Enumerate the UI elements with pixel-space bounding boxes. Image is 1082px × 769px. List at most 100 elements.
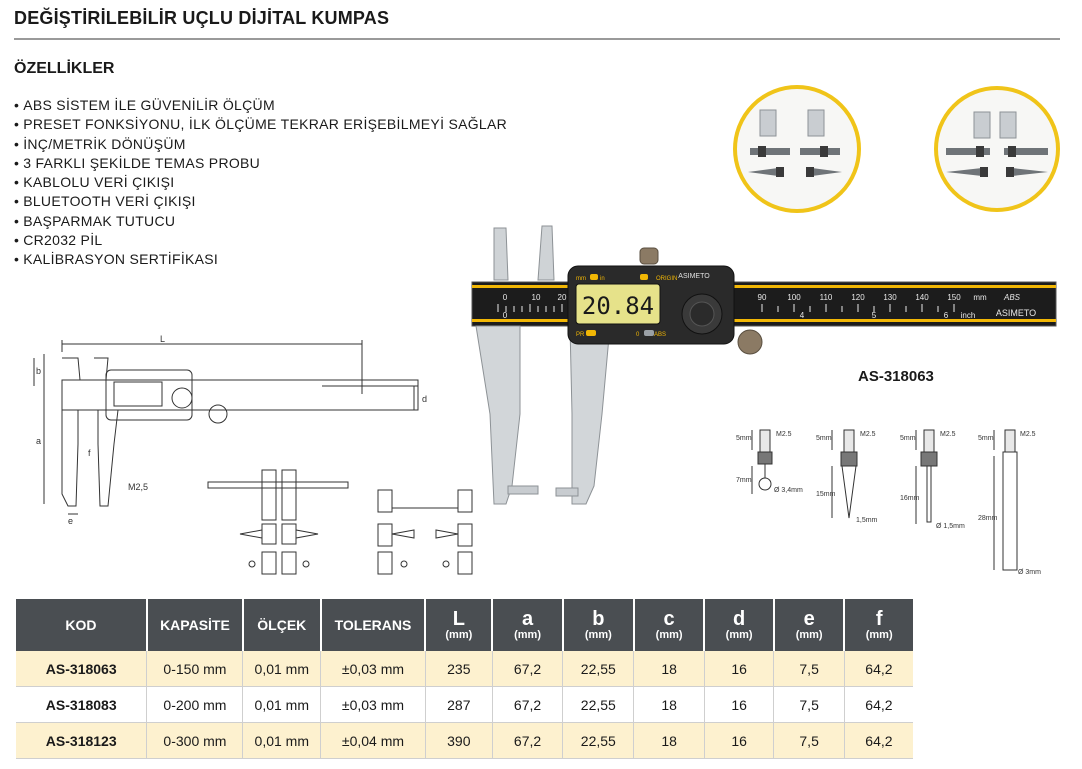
col-header: e(mm) bbox=[773, 599, 846, 651]
probe-usage-sketches bbox=[207, 469, 473, 575]
feature-item: CR2032 PİL bbox=[14, 231, 507, 250]
feature-item: 3 FARKLI ŞEKİLDE TEMAS PROBU bbox=[14, 154, 507, 173]
table-cell: AS-318123 bbox=[16, 722, 148, 759]
table-cell: 235 bbox=[425, 651, 493, 687]
title-divider bbox=[14, 38, 1060, 40]
col-header: L(mm) bbox=[425, 599, 494, 651]
feature-item: BAŞPARMAK TUTUCU bbox=[14, 212, 507, 231]
model-label: AS-318063 bbox=[858, 368, 934, 385]
features-heading: ÖZELLİKLER bbox=[14, 60, 115, 77]
scale-label: 120 bbox=[851, 293, 865, 302]
scale-brand: ASIMETO bbox=[996, 308, 1036, 318]
dim-label: f bbox=[88, 448, 91, 458]
probe-dim: 5mm bbox=[736, 435, 752, 442]
table-cell: 0,01 mm bbox=[242, 722, 322, 759]
dim-label: b bbox=[36, 366, 41, 376]
probe-dim: Ø 3mm bbox=[1018, 569, 1041, 576]
probe-dimension-drawings: M2.5 5mm 7mm Ø 3,4mm M2.5 5mm 15mm 1,5mm… bbox=[736, 429, 1041, 576]
table-cell: 0,01 mm bbox=[242, 686, 322, 723]
probe-dim: 16mm bbox=[900, 495, 920, 502]
spec-table: KOD KAPASİTE ÖLÇEK TOLERANS L(mm) a(mm) … bbox=[16, 599, 913, 759]
table-cell: AS-318063 bbox=[16, 651, 148, 687]
table-row: AS-318063 0-150 mm 0,01 mm ±0,03 mm 235 … bbox=[16, 651, 913, 687]
col-header: KAPASİTE bbox=[146, 599, 244, 651]
scale-label: 20 bbox=[558, 293, 567, 302]
table-cell: 16 bbox=[704, 686, 775, 723]
scale-label: 6 bbox=[944, 311, 949, 320]
probe-dim: 7mm bbox=[736, 477, 752, 484]
scale-unit: mm bbox=[973, 293, 987, 302]
scale-label: 140 bbox=[915, 293, 929, 302]
col-header: ÖLÇEK bbox=[242, 599, 322, 651]
probe-dim: 15mm bbox=[816, 491, 836, 498]
table-cell: 67,2 bbox=[492, 651, 564, 687]
col-header: TOLERANS bbox=[320, 599, 427, 651]
scale-label: 5 bbox=[872, 311, 877, 320]
table-row: AS-318123 0-300 mm 0,01 mm ±0,04 mm 390 … bbox=[16, 722, 913, 759]
dim-label: e bbox=[68, 516, 73, 526]
lcd-readout: 20.84 bbox=[582, 292, 654, 320]
table-cell: 287 bbox=[425, 686, 493, 723]
col-header: f(mm) bbox=[844, 599, 913, 651]
table-cell: AS-318083 bbox=[16, 686, 148, 723]
table-cell: 16 bbox=[704, 722, 775, 759]
table-cell: 64,2 bbox=[844, 686, 913, 723]
table-cell: 0-200 mm bbox=[146, 686, 244, 723]
feature-item: İNÇ/METRİK DÖNÜŞÜM bbox=[14, 135, 507, 154]
feature-item: ABS SİSTEM İLE GÜVENİLİR ÖLÇÜM bbox=[14, 96, 507, 115]
table-cell: 7,5 bbox=[773, 651, 845, 687]
probe-dim: M2.5 bbox=[860, 431, 876, 438]
col-header: KOD bbox=[16, 599, 148, 651]
dim-label: L bbox=[160, 334, 165, 344]
table-cell: 16 bbox=[704, 651, 775, 687]
table-cell: 67,2 bbox=[492, 722, 564, 759]
scale-label: 0 bbox=[503, 311, 508, 320]
probe-dim: 5mm bbox=[816, 435, 832, 442]
table-cell: 18 bbox=[633, 686, 705, 723]
table-cell: 64,2 bbox=[844, 722, 913, 759]
table-cell: 7,5 bbox=[773, 686, 845, 723]
display-label: 0 bbox=[636, 332, 640, 338]
display-label: PR bbox=[576, 332, 585, 338]
scale-label: 100 bbox=[787, 293, 801, 302]
table-cell: 67,2 bbox=[492, 686, 564, 723]
probe-dim: M2.5 bbox=[776, 431, 792, 438]
table-cell: ±0,04 mm bbox=[320, 722, 426, 759]
scale-label: 110 bbox=[820, 293, 833, 302]
dim-label: a bbox=[36, 436, 41, 446]
display-label: ORIGIN bbox=[656, 276, 677, 282]
probe-dim: 5mm bbox=[978, 435, 994, 442]
table-header-row: KOD KAPASİTE ÖLÇEK TOLERANS L(mm) a(mm) … bbox=[16, 599, 913, 651]
technical-drawing: L b a f e d M2,5 bbox=[33, 334, 427, 526]
table-row: AS-318083 0-200 mm 0,01 mm ±0,03 mm 287 … bbox=[16, 686, 913, 723]
col-header: d(mm) bbox=[704, 599, 775, 651]
probe-dim: 1,5mm bbox=[856, 517, 878, 524]
scale-label: 150 bbox=[947, 293, 961, 302]
table-cell: 64,2 bbox=[844, 651, 913, 687]
dim-label: M2,5 bbox=[128, 482, 148, 492]
table-cell: 18 bbox=[633, 722, 705, 759]
table-cell: 22,55 bbox=[562, 651, 635, 687]
table-cell: 7,5 bbox=[773, 722, 845, 759]
table-cell: 0-150 mm bbox=[146, 651, 244, 687]
probe-dim: 5mm bbox=[900, 435, 916, 442]
table-cell: ±0,03 mm bbox=[320, 686, 426, 723]
display-label: ABS bbox=[654, 332, 666, 338]
col-header: a(mm) bbox=[492, 599, 564, 651]
probe-dim: M2.5 bbox=[1020, 431, 1036, 438]
display-label: mm bbox=[576, 276, 586, 282]
page-title: DEĞİŞTİRİLEBİLİR UÇLU DİJİTAL KUMPAS bbox=[14, 8, 390, 28]
scale-unit: inch bbox=[961, 311, 976, 320]
feature-item: KABLOLU VERİ ÇIKIŞI bbox=[14, 173, 507, 192]
probe-closeup-circle bbox=[934, 86, 1060, 212]
probe-dim: Ø 1,5mm bbox=[936, 523, 965, 530]
table-cell: 22,55 bbox=[562, 686, 635, 723]
probe-dim: 28mm bbox=[978, 515, 998, 522]
table-cell: 390 bbox=[425, 722, 493, 759]
scale-label: 90 bbox=[758, 293, 767, 302]
col-header: c(mm) bbox=[633, 599, 706, 651]
probe-closeup-circle bbox=[733, 85, 861, 213]
probe-dim: M2.5 bbox=[940, 431, 956, 438]
scale-brand: ABS bbox=[1003, 293, 1021, 302]
table-cell: 18 bbox=[633, 651, 705, 687]
